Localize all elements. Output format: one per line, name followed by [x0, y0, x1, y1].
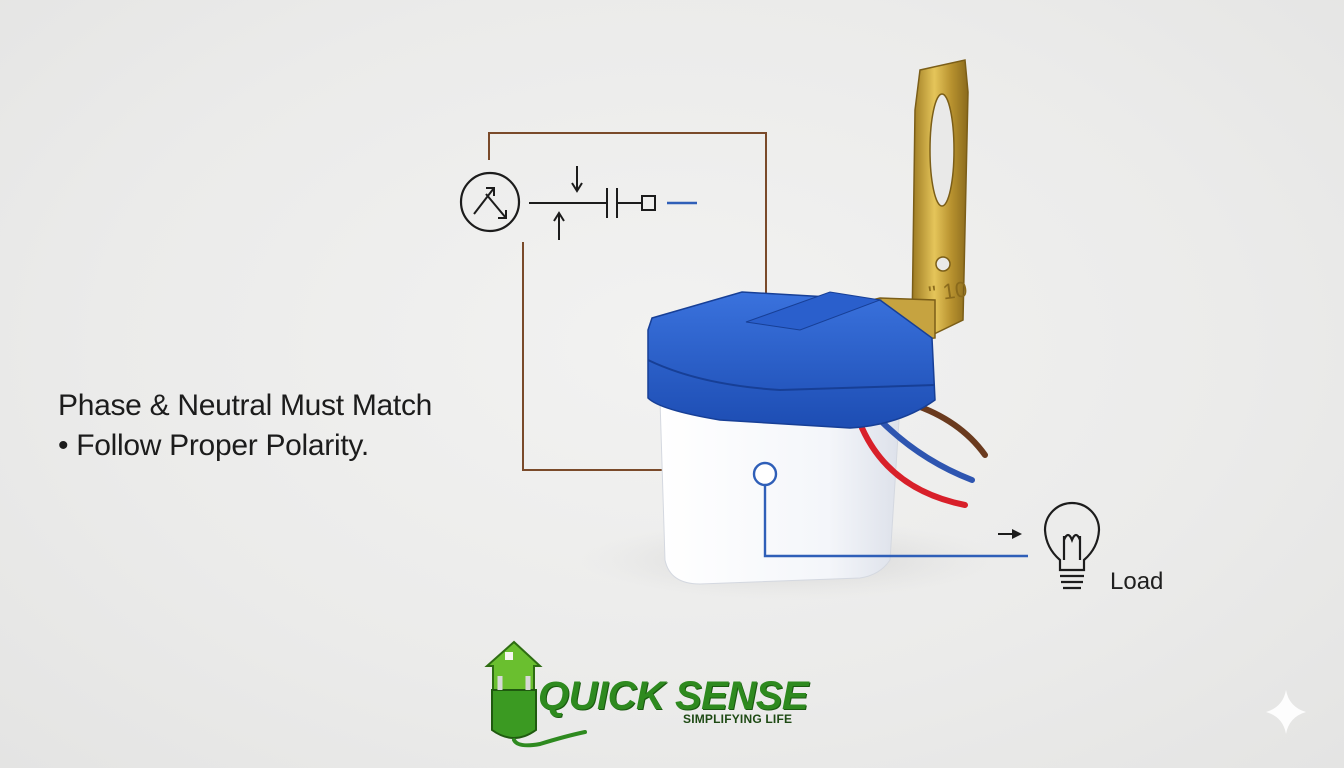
- contact-symbol: [529, 166, 656, 240]
- brand-tagline: SIMPLIFYING LIFE: [683, 712, 793, 726]
- caption-line-2: • Follow Proper Polarity.: [58, 429, 369, 462]
- sparkle-icon: [1266, 690, 1306, 734]
- house-plug-logo-icon: [484, 640, 587, 748]
- sensor-cap: [647, 291, 936, 429]
- polarity-caption: Phase & Neutral Must Match • Follow Prop…: [58, 386, 432, 466]
- load-arrow: [998, 529, 1022, 539]
- bulb-icon: [1043, 501, 1101, 590]
- junction-node: [752, 461, 778, 487]
- photocell-symbol-icon: [459, 171, 521, 233]
- neutral-wire: [763, 485, 1028, 558]
- brand-name: QUICK SENSE: [538, 674, 809, 718]
- svg-text:'' 10: '' 10: [927, 276, 969, 306]
- sensor-body: [659, 399, 901, 585]
- load-label: Load: [1110, 568, 1164, 595]
- caption-line-1: Phase & Neutral Must Match: [58, 389, 433, 422]
